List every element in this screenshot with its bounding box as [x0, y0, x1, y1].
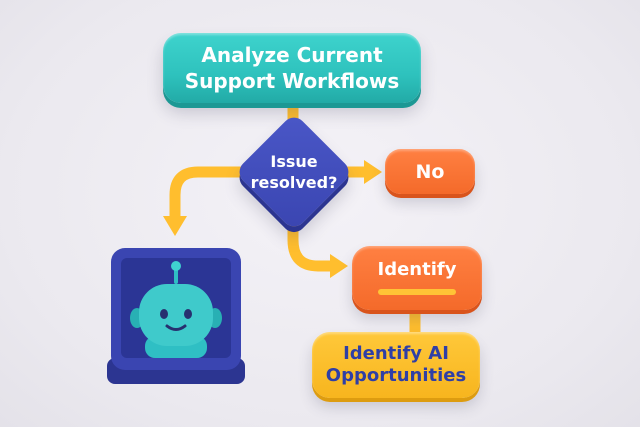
robot-smile — [165, 324, 187, 331]
identify-node: Identify — [352, 246, 482, 310]
identify-ai-opportunities-label: Identify AI Opportunities — [325, 343, 467, 386]
arrowhead-to-no — [364, 160, 382, 184]
arrowhead-to-identify — [330, 254, 348, 278]
connector-decision-to-identify — [287, 208, 338, 272]
arrowhead-to-robot — [163, 216, 187, 236]
issue-resolved-label: Issue resolved? — [250, 152, 338, 192]
connector-decision-to-robot — [169, 166, 246, 224]
issue-resolved-node: Issue resolved? — [236, 140, 352, 204]
no-node: No — [385, 149, 475, 194]
robot-laptop-icon — [107, 248, 245, 384]
identify-label: Identify — [377, 259, 457, 280]
identify-ai-opportunities-node: Identify AI Opportunities — [312, 332, 480, 398]
analyze-workflows-node: Analyze Current Support Workflows — [163, 33, 421, 103]
no-label: No — [415, 160, 445, 183]
robot-head — [139, 284, 213, 346]
robot-right-eye — [184, 309, 192, 319]
analyze-workflows-label: Analyze Current Support Workflows — [184, 43, 400, 93]
robot-left-eye — [160, 309, 168, 319]
identify-underline — [378, 289, 456, 295]
robot-antenna-tip — [171, 261, 181, 271]
